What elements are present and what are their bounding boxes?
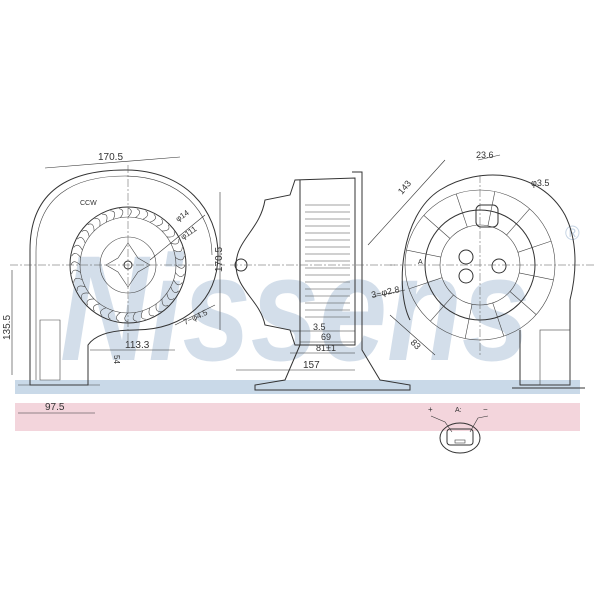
rear-marker-a: A xyxy=(418,259,423,266)
fan-blade xyxy=(175,264,186,269)
rotation-label: CCW xyxy=(80,200,97,207)
housing-rib xyxy=(406,249,441,258)
fan-blade xyxy=(86,298,95,306)
fan-blade xyxy=(71,269,81,274)
housing-rib xyxy=(464,304,473,339)
fan-blade xyxy=(170,239,180,245)
dim-height-left: 135.5 xyxy=(2,315,13,340)
dim-dia-outer: φ14 xyxy=(174,208,191,224)
fan-blade xyxy=(71,253,81,258)
housing-rib xyxy=(430,294,454,322)
dim-rear-23-6: 23.6 xyxy=(476,150,494,160)
fan-blade xyxy=(100,307,107,316)
dim-side-3-5: 3.5 xyxy=(313,322,326,332)
fan-blade xyxy=(119,208,124,218)
housing-rib xyxy=(455,193,468,228)
connector-pinout: + A: − xyxy=(428,405,489,454)
fan-blade xyxy=(70,261,81,266)
fan-blade xyxy=(156,218,163,227)
fan-blade xyxy=(102,213,108,223)
dim-base-width: 97.5 xyxy=(45,402,65,413)
watermark-band-pink xyxy=(15,403,580,431)
fan-blade xyxy=(142,210,149,220)
housing-rib xyxy=(423,215,451,239)
housing-rib xyxy=(506,208,530,236)
fan-blade xyxy=(135,208,140,218)
fan-blade xyxy=(81,292,90,299)
dim-side-157: 157 xyxy=(303,360,320,371)
dim-rear-dia-3-5: φ3.5 xyxy=(531,178,549,188)
fan-blade xyxy=(94,218,101,227)
fan-blade xyxy=(155,303,162,312)
housing-rib xyxy=(509,291,537,315)
fan-blade xyxy=(110,210,116,220)
fan-blade xyxy=(173,279,183,286)
dim-height-right: 170.5 xyxy=(214,247,225,272)
fan-blade xyxy=(173,247,183,253)
fan-blade xyxy=(93,303,100,312)
housing-rib xyxy=(487,191,496,226)
front-view: 170.5 CCW φ14 φ111 170.5 7−φ4.5 113.3 13… xyxy=(2,152,225,414)
fan-blade xyxy=(77,237,86,244)
fan-blade xyxy=(107,310,114,320)
housing-rib xyxy=(519,272,554,281)
fan-blade xyxy=(81,230,90,237)
fan-blade xyxy=(175,256,185,261)
fan-blade xyxy=(73,244,83,251)
rear-view: 143 23.6 φ3.5 3−φ2.8 83 A xyxy=(367,150,595,389)
housing-rib xyxy=(492,302,505,337)
fan-blade xyxy=(149,214,156,223)
fan-blade xyxy=(73,277,83,283)
fan-blade xyxy=(132,312,137,322)
housing-rib xyxy=(408,277,443,290)
dim-side-81: 81±1 xyxy=(316,343,336,353)
fan-blade xyxy=(175,272,185,277)
connector-plus: + xyxy=(428,405,433,414)
fan-blade xyxy=(161,298,169,307)
dim-offset: 113.3 xyxy=(125,340,150,351)
side-view: 3.5 69 81±1 157 xyxy=(230,171,411,391)
watermark-band-blue xyxy=(15,380,580,394)
dim-foot: 54 xyxy=(112,355,121,364)
watermark-logo: Nissens xyxy=(60,224,530,392)
fan-blade xyxy=(140,310,146,320)
fan-blade xyxy=(161,224,170,232)
housing-rib xyxy=(517,240,552,253)
fan-blade xyxy=(148,307,154,317)
fan-blade xyxy=(124,312,129,323)
fan-blade xyxy=(166,293,175,300)
registered-mark: ® xyxy=(565,223,580,245)
connector-label: A: xyxy=(455,407,462,414)
fan-blade xyxy=(116,312,121,322)
dim-width-top: 170.5 xyxy=(98,152,123,163)
fan-blade xyxy=(166,231,175,238)
fan-blade xyxy=(87,223,95,232)
fan-blade xyxy=(170,286,179,293)
connector-minus: − xyxy=(483,405,488,414)
dim-rear-143: 143 xyxy=(396,178,413,196)
fan-blade xyxy=(127,207,132,218)
fan-blade xyxy=(76,285,86,291)
dim-side-69: 69 xyxy=(321,332,331,342)
